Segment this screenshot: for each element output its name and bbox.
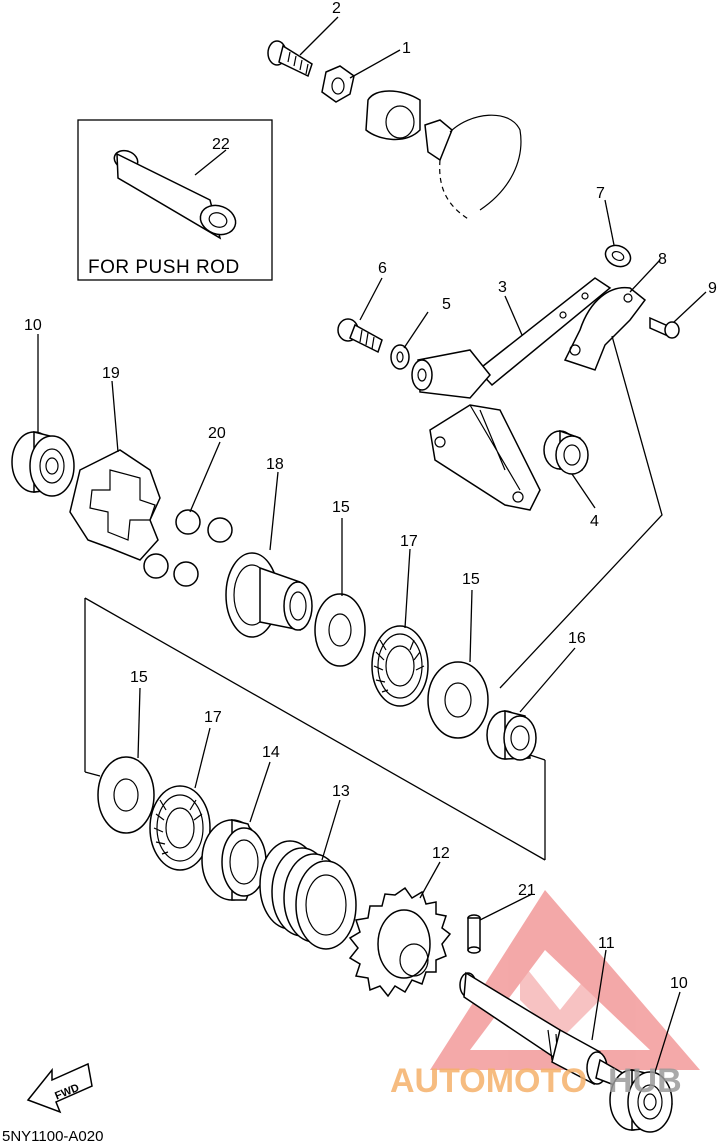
label-part-7: 7: [596, 185, 605, 202]
label-part-2: 2: [332, 0, 341, 17]
leader-lines: [37, 16, 707, 1073]
label-part-10-left: 10: [24, 317, 42, 334]
label-part-3: 3: [498, 279, 507, 296]
part-14-spring-guide: [201, 819, 267, 901]
engine-case-stub: [365, 90, 522, 221]
part-12-kick-gear: [348, 886, 452, 998]
label-part-15-a: 15: [332, 499, 350, 516]
label-part-11: 11: [598, 935, 615, 952]
label-part-9: 9: [708, 280, 717, 297]
part-8-lever: [563, 286, 647, 371]
assembly-bracket-lines: [84, 335, 663, 861]
label-part-4: 4: [590, 513, 599, 530]
fwd-arrow: FWD: [26, 1062, 93, 1114]
label-part-12: 12: [432, 845, 450, 862]
label-part-13: 13: [332, 783, 350, 800]
label-part-5: 5: [442, 296, 451, 313]
part-9-screw: [649, 316, 680, 339]
part-11-kick-axle: [459, 971, 627, 1089]
label-part-19: 19: [102, 365, 120, 382]
inset-push-rod-box: FOR PUSH ROD: [77, 119, 273, 281]
part-15-washer-c: [97, 756, 155, 834]
part-17-thrust-bearing-a: [371, 625, 429, 707]
part-5-washer: [390, 344, 410, 370]
watermark-text-part2: HUB: [608, 1062, 682, 1100]
part-17-thrust-bearing-b: [149, 785, 211, 871]
part-15-washer-b: [427, 661, 489, 739]
part-number-labels: 2 1 22 7 8 9 6 5 3 4 10 19 20 18 15 17 1…: [24, 0, 717, 992]
part-3-arm-assembly: [411, 277, 612, 511]
label-part-1: 1: [402, 40, 411, 57]
label-part-8: 8: [658, 251, 667, 268]
fwd-arrow-icon: [26, 1062, 93, 1114]
part-1-nut: [321, 65, 355, 103]
part-16-collar: [486, 710, 537, 761]
label-part-10-right: 10: [670, 975, 688, 992]
part-15-washer-a: [314, 593, 366, 667]
label-part-16: 16: [568, 630, 586, 647]
label-part-6: 6: [378, 260, 387, 277]
part-21-pin: [467, 914, 481, 954]
part-2-bolt: [267, 40, 313, 78]
part-20-balls: [143, 509, 233, 587]
part-22-collar: [113, 149, 237, 240]
label-part-17-b: 17: [204, 709, 222, 726]
part-6-bolt: [337, 318, 383, 354]
label-part-17-a: 17: [400, 533, 418, 550]
part-10-bearing-left: [11, 431, 75, 497]
label-part-15-c: 15: [130, 669, 148, 686]
label-part-15-b: 15: [462, 571, 480, 588]
part-4-collar: [543, 429, 589, 475]
watermark-text-part1: AUTOMOTO: [390, 1062, 587, 1100]
label-part-14: 14: [262, 744, 280, 761]
part-19-cam: [69, 449, 161, 561]
watermark-text: AUTOMOTO HUB: [390, 1062, 682, 1100]
part-7-ring: [604, 244, 632, 268]
label-part-18: 18: [266, 456, 284, 473]
part-18-collar: [225, 552, 313, 638]
label-part-21: 21: [518, 882, 536, 899]
watermark-triangle-icon: [430, 890, 700, 1070]
inset-caption: FOR PUSH ROD: [88, 257, 240, 278]
diagram-code: 5NY1100-A020: [2, 1128, 103, 1144]
part-10-bearing-right: [609, 1069, 673, 1133]
part-13-spring: [259, 840, 357, 950]
label-part-22: 22: [212, 136, 230, 153]
label-part-20: 20: [208, 425, 226, 442]
